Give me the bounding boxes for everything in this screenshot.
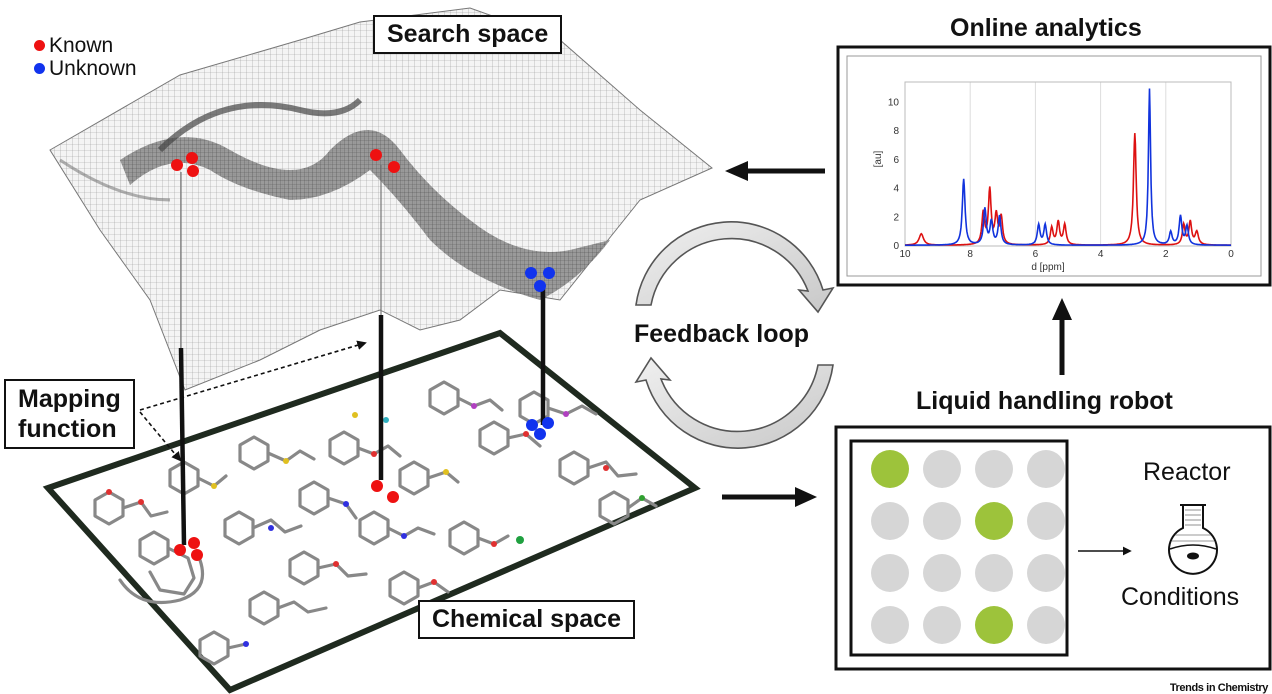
- x-tick-label: 2: [1163, 249, 1169, 260]
- well: [923, 554, 961, 592]
- unknown-point: [526, 419, 538, 431]
- molecule-heteroatoms: [106, 403, 645, 647]
- known-point: [387, 491, 399, 503]
- well: [871, 606, 909, 644]
- x-tick-label: 0: [1228, 249, 1234, 260]
- well-plate: [871, 450, 1065, 644]
- y-tick-label: 6: [893, 155, 899, 166]
- y-tick-label: 0: [893, 241, 899, 252]
- conditions-label: Conditions: [1121, 583, 1240, 611]
- known-point: [191, 549, 203, 561]
- well: [923, 502, 961, 540]
- unknown-point: [543, 267, 555, 279]
- robot-panel: [834, 425, 1272, 671]
- molecules-illustration: [93, 380, 658, 666]
- flask-icon: [1168, 504, 1218, 575]
- legend-known: Known: [34, 34, 137, 57]
- reactor-label: Reactor: [1143, 458, 1231, 486]
- well: [1027, 606, 1065, 644]
- liquid-handling-robot-label: Liquid handling robot: [916, 387, 1173, 415]
- known-point: [187, 165, 199, 177]
- legend: Known Unknown: [34, 34, 137, 80]
- unknown-point: [542, 417, 554, 429]
- known-point: [388, 161, 400, 173]
- well-active: [871, 450, 909, 488]
- well: [923, 606, 961, 644]
- flow-arrows: [722, 161, 1072, 507]
- legend-known-label: Known: [49, 34, 114, 57]
- unknown-dot-icon: [34, 63, 45, 74]
- plot-frame: [904, 81, 1232, 247]
- feedback-loop-icon: [634, 221, 835, 449]
- y-tick-label: 2: [893, 212, 899, 223]
- x-tick-label: 4: [1098, 249, 1104, 260]
- known-dot-icon: [34, 40, 45, 51]
- x-tick-label: 8: [967, 249, 973, 260]
- known-point: [188, 537, 200, 549]
- well: [1027, 502, 1065, 540]
- y-tick-label: 10: [888, 97, 900, 108]
- well-active: [975, 502, 1013, 540]
- search-space-label: Search space: [373, 15, 563, 54]
- mapping-function-arrows: [139, 340, 367, 462]
- spectrum-plot: 0 2 4 6 8 10 10 8 6 4 2 0 d [ppm] [au]: [873, 81, 1234, 273]
- well: [975, 450, 1013, 488]
- known-points: [171, 149, 400, 561]
- well: [975, 554, 1013, 592]
- well: [1027, 554, 1065, 592]
- well: [871, 554, 909, 592]
- spectrum-series-2: [905, 88, 1231, 246]
- y-tick-label: 8: [893, 126, 899, 137]
- mapping-function-label: Mapping function: [4, 379, 135, 449]
- well: [1027, 450, 1065, 488]
- known-point: [371, 480, 383, 492]
- known-point: [174, 544, 186, 556]
- feedback-loop-label: Feedback loop: [634, 320, 810, 348]
- legend-unknown-label: Unknown: [49, 57, 137, 80]
- x-axis-label: d [ppm]: [1031, 262, 1065, 273]
- mapping-lines: [178, 165, 546, 546]
- y-axis-label: [au]: [873, 150, 884, 167]
- well: [923, 450, 961, 488]
- x-tick-label: 10: [899, 249, 911, 260]
- online-analytics-label: Online analytics: [950, 14, 1142, 42]
- spectrum-panel: 0 2 4 6 8 10 10 8 6 4 2 0 d [ppm] [au]: [836, 45, 1272, 287]
- unknown-point: [534, 280, 546, 292]
- x-tick-label: 6: [1033, 249, 1039, 260]
- journal-footer: Trends in Chemistry: [1169, 682, 1269, 694]
- unknown-points: [525, 267, 555, 440]
- known-point: [171, 159, 183, 171]
- known-point: [370, 149, 382, 161]
- well-active: [975, 606, 1013, 644]
- y-tick-label: 4: [893, 184, 899, 195]
- spectrum-series-1: [905, 133, 1231, 246]
- chemical-space-label: Chemical space: [418, 600, 635, 639]
- well: [871, 502, 909, 540]
- unknown-point: [525, 267, 537, 279]
- known-point: [186, 152, 198, 164]
- legend-unknown: Unknown: [34, 57, 137, 80]
- unknown-point: [534, 428, 546, 440]
